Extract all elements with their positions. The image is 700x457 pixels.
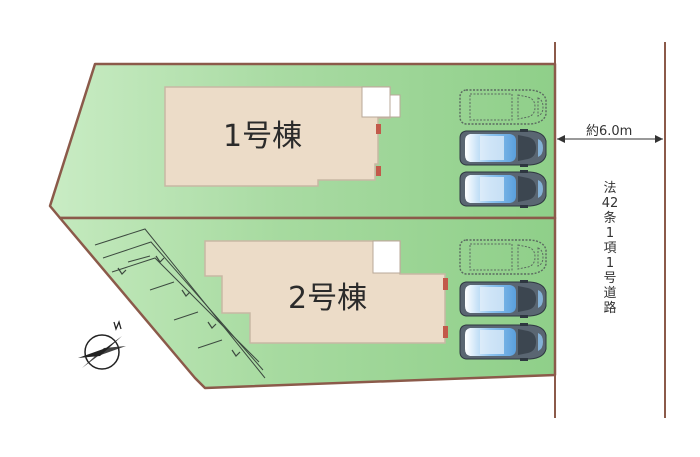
retaining-wall <box>94 228 266 379</box>
road-name-char: 1 <box>606 226 614 241</box>
road-width-label: 約6.0m <box>586 124 632 139</box>
building-2-label: 2号棟 <box>288 281 367 316</box>
road-width-dimension: 約6.0m <box>557 124 663 143</box>
road-name-char: 条 <box>603 210 616 226</box>
road-name-char: 法 <box>603 181 616 196</box>
car-icon <box>459 279 547 319</box>
north-arrow-icon <box>78 320 126 370</box>
porch-1 <box>361 86 391 118</box>
building-1-label: 1号棟 <box>223 119 302 154</box>
building-2: 2号棟 <box>204 240 448 344</box>
car-icon <box>459 169 547 209</box>
porch-2 <box>372 240 401 274</box>
car-icon <box>459 322 547 362</box>
road-name: 法 42 条 1 項 1 号 道 路 <box>602 181 619 316</box>
road-name-char: 項 <box>603 241 616 256</box>
car-icon <box>459 128 547 168</box>
building-1: 1号棟 <box>164 86 401 187</box>
road-name-char: 路 <box>603 300 616 316</box>
road-name-char: 1 <box>606 256 614 271</box>
road-name-char: 道 <box>603 286 616 301</box>
road-name-char: 号 <box>603 271 616 286</box>
road-name-char: 42 <box>602 196 619 211</box>
